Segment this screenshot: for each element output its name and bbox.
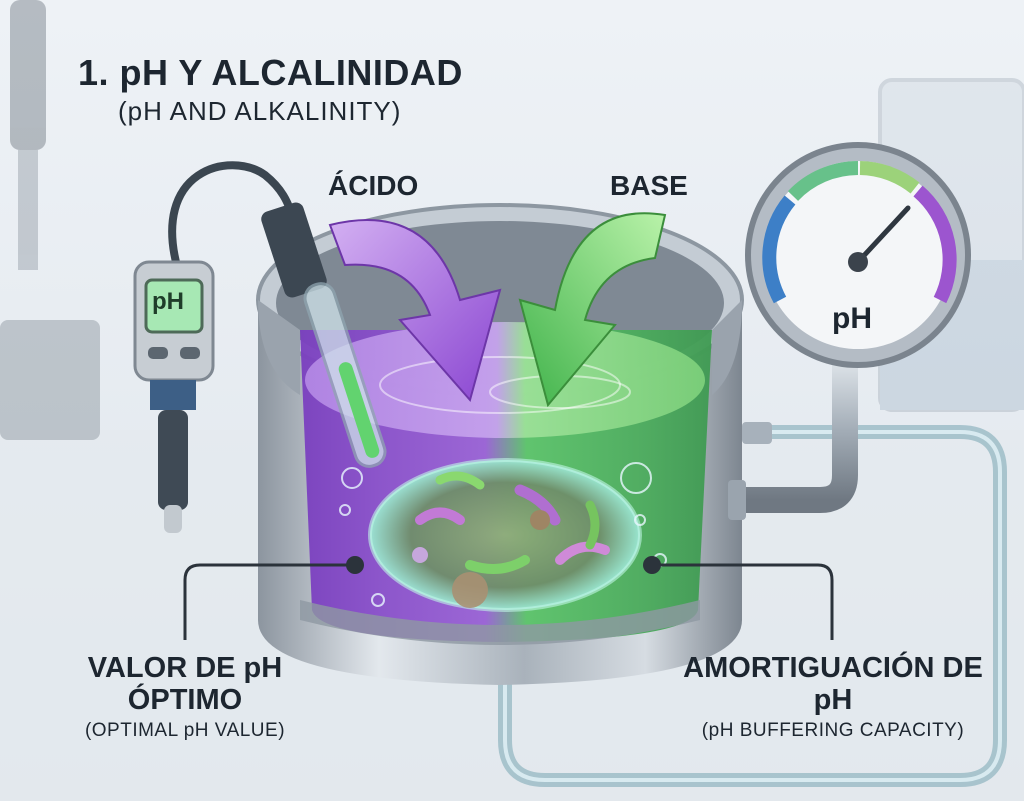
gauge-needle	[855, 205, 911, 265]
background-device	[0, 320, 100, 440]
liquid-surface	[305, 322, 705, 438]
ph-probe	[261, 202, 387, 468]
microbial-floc	[368, 458, 642, 612]
left-callout: VALOR DE pH ÓPTIMO (OPTIMAL pH VALUE)	[50, 652, 320, 742]
right-callout-line	[652, 563, 834, 640]
acid-label: ÁCIDO	[328, 170, 419, 201]
left-callout-subtitle: (OPTIMAL pH VALUE)	[84, 720, 286, 741]
right-callout-title: AMORTIGUACIÓN DE pH	[683, 652, 983, 716]
meter-screen-text: pH	[152, 288, 184, 315]
base-arrow	[518, 212, 667, 408]
gauge-label: pH	[832, 302, 872, 335]
gauge-pipe	[730, 360, 858, 513]
page-subtitle: (pH AND ALKALINITY)	[118, 96, 402, 126]
acid-arrow	[328, 219, 502, 403]
left-callout-line	[183, 563, 355, 640]
ph-gauge	[745, 142, 971, 368]
left-callout-title: VALOR DE pH ÓPTIMO	[87, 652, 283, 716]
base-label: BASE	[610, 170, 688, 201]
handheld-ph-meter	[133, 260, 215, 533]
right-callout: AMORTIGUACIÓN DE pH (pH BUFFERING CAPACI…	[668, 652, 998, 742]
page-title: 1. pH Y ALCALINIDAD	[78, 52, 463, 93]
background-pipette	[10, 0, 46, 270]
right-callout-subtitle: (pH BUFFERING CAPACITY)	[701, 720, 965, 741]
